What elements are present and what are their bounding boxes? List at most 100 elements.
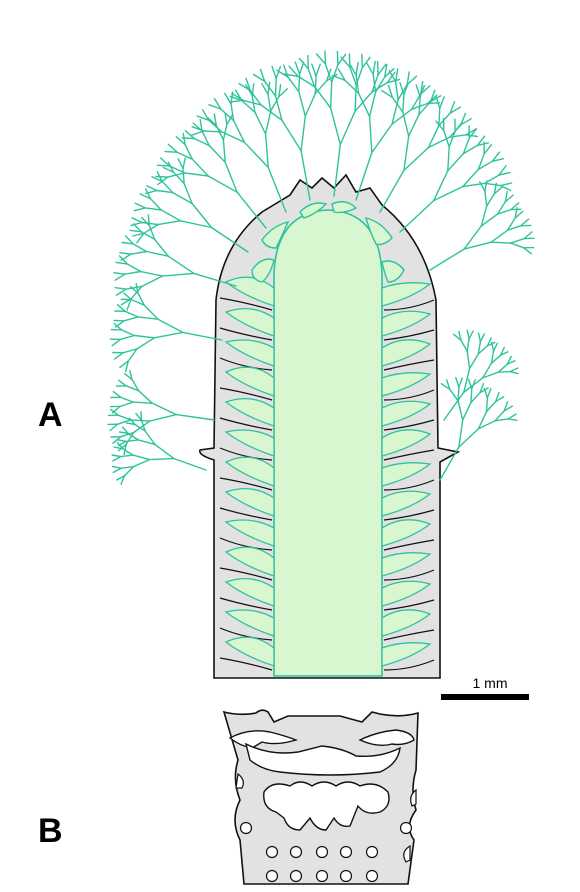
filament-branch <box>174 459 206 470</box>
filament-branch <box>510 372 518 374</box>
pore <box>241 823 252 834</box>
panel-a-section <box>200 175 458 678</box>
filament-branch <box>444 131 449 147</box>
filament-branch <box>467 330 469 339</box>
filament-branch <box>162 273 194 276</box>
filament-branch <box>158 221 181 225</box>
filament-branch <box>440 97 444 108</box>
filament-branch <box>510 368 518 372</box>
filament-branch <box>208 176 237 192</box>
filament-branch <box>380 170 404 212</box>
filament-branch <box>116 321 124 327</box>
filament-branch <box>244 142 268 167</box>
filament-branch <box>372 124 392 153</box>
filament-branch <box>404 148 429 171</box>
filament-branch <box>144 305 158 319</box>
filament-branch <box>113 392 120 398</box>
filament-branch <box>378 62 379 75</box>
filament-branch <box>185 173 209 176</box>
filament-branch <box>150 415 177 422</box>
filament-branch <box>459 420 463 447</box>
filament-branch <box>157 165 169 166</box>
filament-branch <box>125 272 141 275</box>
pore <box>267 847 278 858</box>
filament-branch <box>299 59 308 69</box>
filament-branch <box>487 194 495 206</box>
filament-branch <box>268 94 271 111</box>
filament-branch <box>112 455 121 457</box>
filament-branch <box>439 108 440 125</box>
filament-branch <box>115 353 123 359</box>
filament-branch <box>521 219 529 226</box>
filament-branch <box>524 248 532 254</box>
filament-branch <box>315 76 316 94</box>
filament-branch <box>120 253 131 255</box>
filament-branch <box>161 158 170 166</box>
filament-branch <box>332 65 338 82</box>
pore <box>291 847 302 858</box>
filament-branch <box>183 158 185 168</box>
filament-branch <box>467 339 469 351</box>
filament-branch <box>341 57 350 67</box>
filament-branch <box>479 333 481 342</box>
filament-branch <box>113 467 121 469</box>
filament-branch <box>434 187 463 201</box>
filament-branch <box>121 254 131 260</box>
filament-branch <box>494 343 498 351</box>
filament-branch <box>114 273 125 275</box>
filament-branch <box>118 305 126 312</box>
filament-branch <box>458 401 463 420</box>
filament-branch <box>484 145 491 154</box>
filament-branch <box>132 218 142 223</box>
filament-branch <box>183 168 184 183</box>
filament-branch <box>403 112 409 136</box>
filament-branch <box>272 66 276 78</box>
filament-branch <box>111 409 118 415</box>
filament-branch <box>119 380 126 386</box>
filament-branch <box>331 108 341 144</box>
pore <box>367 871 378 882</box>
filament-branch <box>463 403 471 420</box>
filament-branch <box>192 159 208 176</box>
filament-branch <box>419 102 430 115</box>
filament-branch <box>135 203 145 208</box>
filament-branch <box>485 183 501 185</box>
filament-branch <box>461 340 467 351</box>
filament-branch <box>133 402 152 403</box>
filament-branch <box>524 232 532 239</box>
filament-branch <box>355 85 356 111</box>
filament-branch <box>141 272 163 277</box>
filament-branch <box>125 311 138 317</box>
pore <box>367 847 378 858</box>
pore <box>341 847 352 858</box>
filament-branch <box>121 455 133 457</box>
filament-branch <box>266 111 271 134</box>
filament-branch <box>121 397 134 402</box>
filament-branch <box>168 144 177 152</box>
filament-branch <box>511 239 524 244</box>
filament-branch <box>124 293 131 300</box>
filament-branch <box>419 97 420 114</box>
filament-branch <box>370 92 376 117</box>
filament-branch <box>355 92 372 111</box>
filament-branch <box>450 389 458 401</box>
filament-branch <box>118 440 127 442</box>
filament-branch <box>337 52 338 65</box>
panel-label-b: B <box>38 812 63 851</box>
filament-branch <box>223 140 225 163</box>
filament-branch <box>147 186 157 191</box>
filament-branch <box>295 62 299 74</box>
filament-branch <box>152 403 176 414</box>
filament-branch <box>288 77 299 92</box>
filament-branch <box>133 460 149 467</box>
filament-branch <box>305 94 315 116</box>
filament-branch <box>168 256 194 273</box>
filament-branch <box>444 392 464 420</box>
filament-branch <box>223 124 227 139</box>
filament-branch <box>340 111 355 144</box>
filament-branch <box>403 95 404 112</box>
pore <box>317 847 328 858</box>
filament-branch <box>491 230 507 242</box>
filament-branch <box>396 82 399 100</box>
